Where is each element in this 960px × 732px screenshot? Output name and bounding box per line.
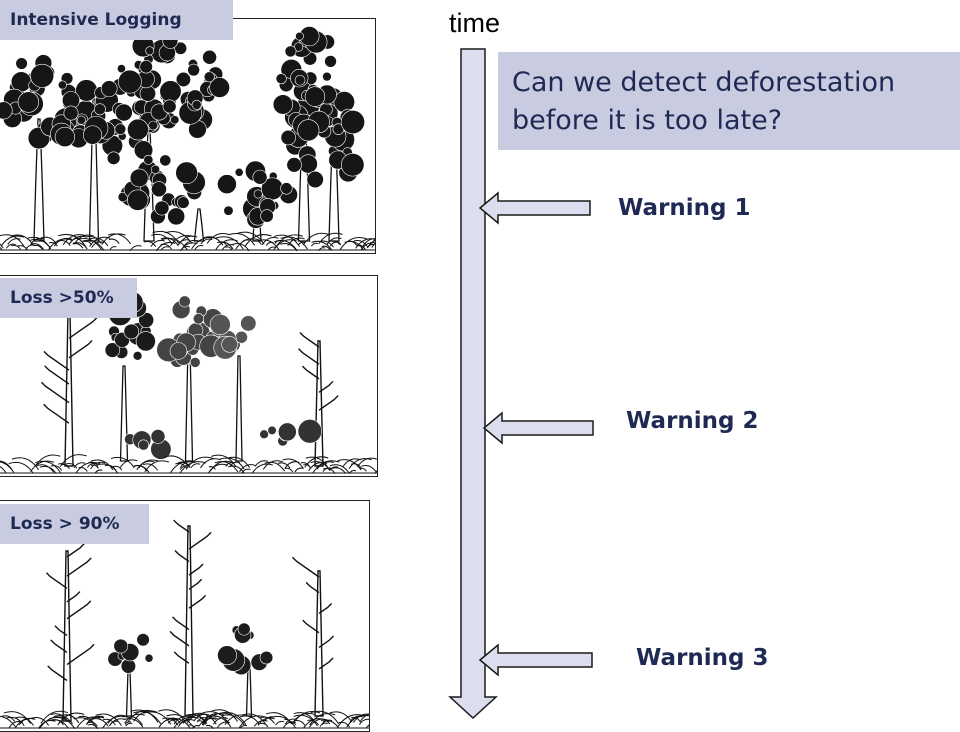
dead-tree — [45, 543, 95, 722]
warning-arrow-3 — [478, 643, 593, 677]
forest-panel-intensive-logging — [0, 18, 376, 254]
tree-trunk — [193, 208, 205, 242]
tree-trunk — [33, 118, 45, 242]
warning-label-1: Warning 1 — [618, 195, 751, 221]
tree-canopy — [217, 160, 298, 229]
tree-canopy — [259, 419, 323, 447]
question-box: Can we detect deforestation before it is… — [498, 52, 960, 150]
warning-arrow-2 — [482, 411, 594, 445]
dead-tree — [291, 556, 335, 717]
stage-label-loss-50: Loss >50% — [0, 278, 137, 318]
tree-canopy — [107, 633, 154, 674]
tree-canopy — [209, 314, 257, 360]
dead-tree — [40, 303, 98, 467]
warning-label-3: Warning 3 — [636, 645, 769, 671]
stage-label-intensive-logging: Intensive Logging — [0, 0, 233, 40]
warning-label-2: Warning 2 — [626, 408, 759, 434]
undergrowth — [0, 454, 377, 475]
tree-trunk — [119, 365, 129, 462]
stage-label-loss-90: Loss > 90% — [0, 504, 149, 544]
tree-canopy — [115, 33, 230, 141]
tree-trunk — [235, 355, 243, 462]
forest-illustration-dense — [0, 26, 375, 252]
tree-trunk — [88, 98, 100, 242]
tree-canopy — [156, 295, 226, 368]
tree-canopy — [50, 78, 161, 165]
tree-canopy — [280, 84, 365, 189]
tree-trunk — [125, 670, 133, 717]
tree-canopy — [117, 154, 206, 226]
tree-canopy — [124, 429, 172, 460]
tree-canopy — [217, 622, 274, 676]
timeline-arrow — [448, 48, 498, 720]
dead-tree — [169, 519, 212, 717]
dead-tree — [298, 331, 339, 467]
warning-arrow-1 — [478, 191, 591, 225]
time-label: time — [449, 8, 501, 38]
undergrowth — [0, 230, 375, 252]
tree-trunk — [245, 665, 253, 717]
